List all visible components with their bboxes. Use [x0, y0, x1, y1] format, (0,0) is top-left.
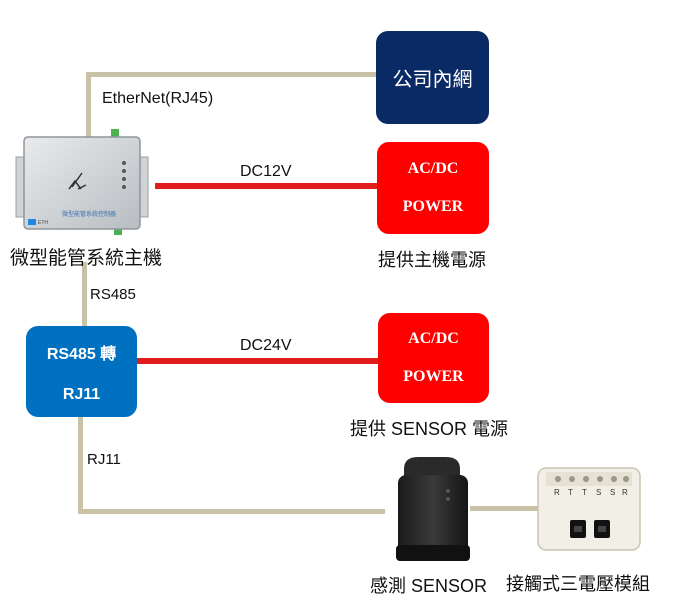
host-panel-text: 微型能管系統控制器 — [62, 212, 117, 218]
host-power-caption: 提供主機電源 — [378, 250, 486, 270]
dc12v-line — [155, 183, 377, 189]
sensor-caption: 感測 SENSOR — [370, 576, 488, 596]
module-terminal-6: R — [622, 488, 628, 497]
host-power-line1: AC/DC — [407, 160, 459, 177]
converter-line1: RS485 轉 — [46, 345, 117, 363]
converter-box: RS485 轉 RJ11 — [26, 326, 137, 417]
rj11-link-label: RJ11 — [87, 451, 121, 468]
sensor-power-box: AC/DC POWER — [378, 313, 489, 403]
sensor-power-line1: AC/DC — [408, 330, 459, 347]
rj11-line-horizontal — [78, 509, 385, 514]
host-power-box: AC/DC POWER — [377, 142, 489, 234]
module-terminal-2: T — [568, 488, 573, 497]
module-terminal-1: R — [554, 488, 560, 497]
host-model-text: ETH — [38, 220, 48, 226]
sensor-module-line — [470, 506, 540, 511]
module-terminal-4: S — [596, 488, 602, 497]
rj11-line-vertical — [78, 416, 83, 514]
dc12v-link-label: DC12V — [240, 163, 292, 180]
dc24v-link-label: DC24V — [240, 337, 292, 354]
module-terminal-3: T — [582, 488, 587, 497]
ethernet-line-horizontal — [86, 72, 378, 77]
dc24v-line — [134, 358, 379, 364]
rs485-link-label: RS485 — [90, 286, 136, 303]
ethernet-link-label: EtherNet(RJ45) — [102, 90, 214, 107]
sensor-power-line2: POWER — [403, 368, 464, 385]
ethernet-line-vertical — [86, 74, 91, 140]
host-power-line2: POWER — [402, 198, 464, 215]
rs485-line — [82, 262, 87, 328]
module-terminal-5: S — [610, 488, 616, 497]
host-controller-image: 微型能管系統控制器 ETH — [14, 127, 150, 237]
sensor-power-caption: 提供 SENSOR 電源 — [350, 419, 509, 439]
converter-line2: RJ11 — [62, 385, 101, 403]
voltage-module-image: R T T S S R — [536, 466, 642, 552]
host-caption: 微型能管系統主機 — [10, 248, 163, 269]
company-network-label: 公司內網 — [392, 69, 473, 91]
sensor-image — [390, 455, 476, 565]
company-network-box: 公司內網 — [376, 31, 489, 124]
module-caption: 接觸式三電壓模組 — [506, 574, 650, 594]
